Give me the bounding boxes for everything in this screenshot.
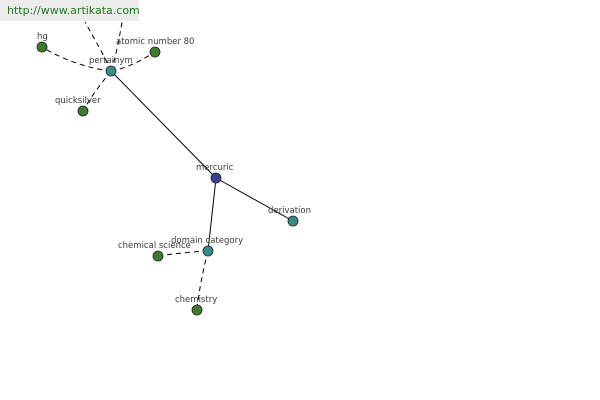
node-chemistry-label[interactable]: chemistry xyxy=(175,295,217,305)
node-chemical-science-dot[interactable] xyxy=(152,250,164,262)
node-derivation[interactable]: derivation xyxy=(268,206,311,227)
node-hg-label[interactable]: hg xyxy=(37,32,48,42)
node-quicksilver-label[interactable]: quicksilver xyxy=(55,96,101,106)
node-atomic-number-80-dot[interactable] xyxy=(149,46,161,58)
node-atomic-number-80[interactable]: atomic number 80 xyxy=(116,37,194,58)
node-atomic-number-80-label[interactable]: atomic number 80 xyxy=(116,37,194,47)
node-chemistry-dot[interactable] xyxy=(191,304,203,316)
node-chemistry[interactable]: chemistry xyxy=(175,295,217,316)
node-domain-category[interactable]: domain category xyxy=(171,236,243,257)
edge-domain-chemical-science xyxy=(157,250,209,257)
node-domain-category-label[interactable]: domain category xyxy=(171,236,243,246)
node-mercuric[interactable]: mercuric xyxy=(196,163,234,184)
node-quicksilver[interactable]: quicksilver xyxy=(55,96,101,117)
edge-mercuric-pertainym xyxy=(110,70,217,179)
node-pertainym-label[interactable]: pertainym xyxy=(89,56,133,66)
edge-pertainym-hg xyxy=(41,46,112,72)
node-derivation-label[interactable]: derivation xyxy=(268,206,311,216)
node-mercuric-dot[interactable] xyxy=(210,172,222,184)
edge-mercuric-domain-category xyxy=(207,177,217,252)
edge-mercuric-derivation xyxy=(215,177,294,222)
node-quicksilver-dot[interactable] xyxy=(77,105,89,117)
node-hg-dot[interactable] xyxy=(36,41,48,53)
node-pertainym-dot[interactable] xyxy=(105,65,117,77)
node-domain-category-dot[interactable] xyxy=(202,245,214,257)
node-chemical-science[interactable]: chemical science xyxy=(118,241,191,262)
node-chemical-science-label[interactable]: chemical science xyxy=(118,241,191,251)
node-hg[interactable]: hg xyxy=(36,32,48,53)
node-pertainym[interactable]: pertainym xyxy=(89,56,133,77)
site-url-banner[interactable]: http://www.artikata.com xyxy=(0,0,140,21)
node-mercuric-label[interactable]: mercuric xyxy=(196,163,234,173)
node-derivation-dot[interactable] xyxy=(287,215,299,227)
